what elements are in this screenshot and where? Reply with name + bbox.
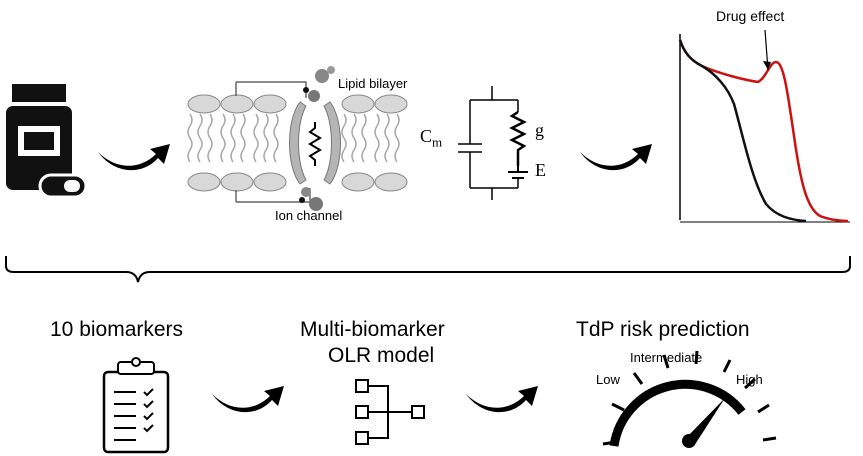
lipid-bilayer-label: Lipid bilayer [338,76,408,91]
risk-prediction-label: TdP risk prediction [576,318,750,341]
curved-arrow-icon [212,386,284,413]
grouping-brace [5,256,851,283]
model-label-line1: Multi-biomarker [300,318,445,341]
gauge-icon [602,350,777,448]
gauge-high-label: High [736,372,763,387]
gauge-needle [686,398,725,446]
pill-bottle-icon [6,84,72,190]
curved-arrow-icon [98,144,170,171]
conductance-label: g [535,120,544,140]
lipid-bilayer [187,94,408,192]
drug-effect-label: Drug effect [716,8,785,24]
gauge-low-label: Low [596,372,620,387]
curved-arrow-icon [580,144,652,171]
model-label-line2: OLR model [328,344,435,367]
biomarkers-label: 10 biomarkers [50,318,184,341]
pill-icon [38,173,88,199]
clipboard-checklist-icon [102,357,170,454]
action-potential-plot [678,29,850,223]
ion-channel-label: Ion channel [275,208,343,223]
gauge-intermediate-label: Intermediate [630,350,703,365]
equivalent-circuit [458,86,528,200]
control-trace [678,39,807,223]
reversal-potential-label: E [535,160,546,180]
hierarchy-tree-icon [355,379,425,445]
membrane-capacitance-label: Cm [420,126,443,150]
curved-arrow-icon [466,386,538,413]
ion-channel [235,66,341,211]
